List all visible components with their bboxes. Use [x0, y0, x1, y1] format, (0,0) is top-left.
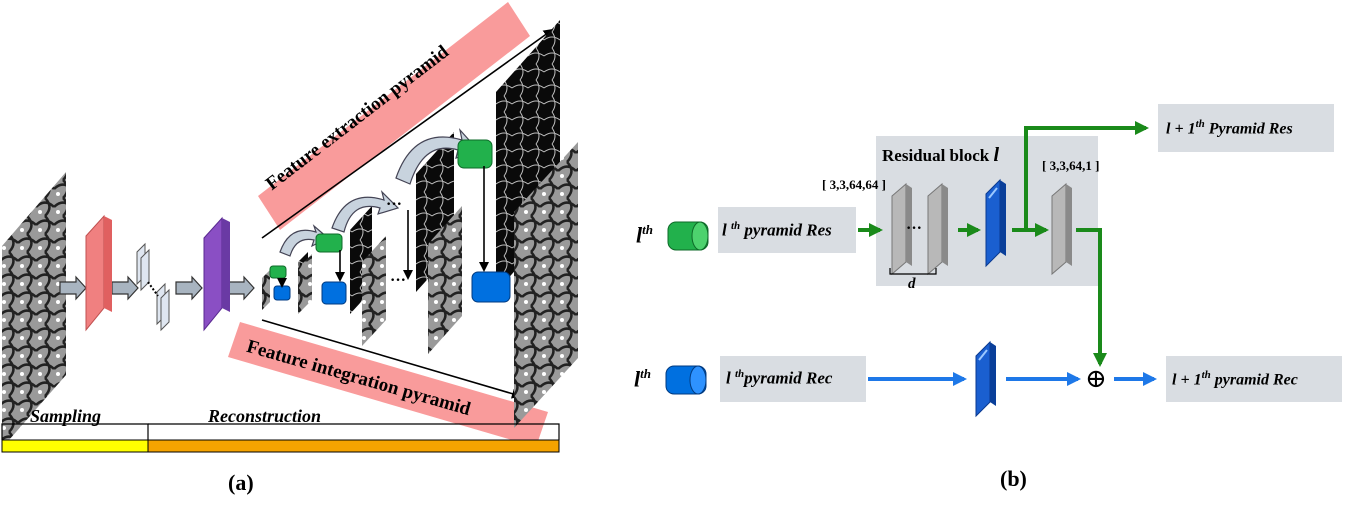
reconstruction-layer-purple [203, 216, 230, 332]
ellipsis-a2: ··· [390, 272, 407, 289]
kernel-b-label: [ 3,3,64,1 ] [1042, 158, 1100, 173]
ellipsis-a1: ··· [386, 196, 403, 213]
input-image [2, 172, 66, 448]
caption-a: (a) [228, 470, 254, 495]
green-feature-cubes [269, 139, 493, 279]
lth-label-res: lth [636, 222, 653, 248]
small-feature-sheets [136, 242, 170, 332]
reconstructed-images [262, 142, 578, 428]
feature-extraction-banner [258, 2, 530, 230]
sampling-label: Sampling [30, 406, 102, 426]
lth-label-rec: lth [634, 366, 651, 392]
feature-integration-banner [228, 322, 548, 447]
conv-layer-out [1051, 182, 1072, 276]
ellipsis-b: ··· [906, 220, 923, 237]
blue-layer-res [985, 178, 1006, 268]
depth-bracket [889, 268, 937, 275]
reconstruction-bar [147, 439, 560, 453]
blue-recon-cubes [273, 271, 511, 305]
output-rec-text: l + 1th pyramid Rec [1172, 369, 1298, 389]
sampling-arrows [59, 275, 255, 301]
caption-b: (b) [1000, 466, 1027, 491]
blue-layer-rec [975, 340, 996, 418]
input-res-box [718, 207, 856, 253]
input-rec-text: l thpyramid Rec [726, 368, 833, 388]
residual-block-title: Residual block l [882, 144, 1000, 166]
conv-layer-2 [927, 182, 948, 276]
output-res-box [1158, 104, 1334, 152]
sampling-layer-red [85, 214, 112, 332]
green-cube-icon [667, 221, 709, 251]
input-res-text: l th pyramid Res [722, 220, 832, 240]
reconstruction-label: Reconstruction [208, 406, 322, 426]
output-rec-box [1166, 356, 1342, 402]
kernel-a-label: [ 3,3,64,64 ] [822, 177, 886, 192]
blue-cube-icon [665, 365, 707, 395]
conv-layer-1 [891, 182, 912, 276]
depth-label: d [908, 276, 916, 292]
section-brackets [1, 423, 560, 440]
sum-icon: ⊕ [1085, 364, 1107, 393]
input-rec-box [720, 356, 866, 402]
output-res-text: l + 1th Pyramid Res [1166, 118, 1293, 138]
